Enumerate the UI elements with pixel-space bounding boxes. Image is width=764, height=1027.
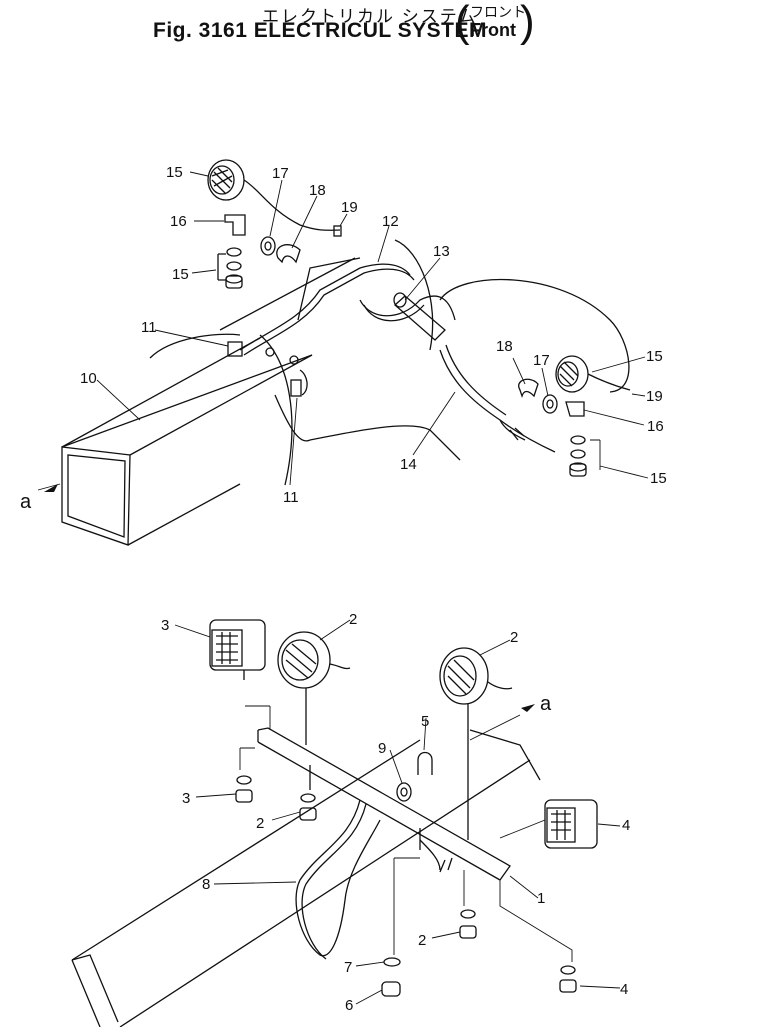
callout-7: 7: [344, 959, 352, 976]
clip-18-left: [276, 244, 301, 264]
callout-11: 11: [283, 489, 299, 506]
grommet-17-right: [542, 394, 558, 414]
harness-12: [239, 263, 556, 453]
callout-14: 14: [400, 456, 417, 473]
fastener-stack-4: [559, 965, 577, 993]
paren-right: ): [520, 0, 535, 46]
callout-4: 4: [620, 981, 628, 998]
callout-17: 17: [272, 165, 289, 182]
lamp-2-right: [439, 647, 513, 840]
callout-16: 16: [647, 418, 664, 435]
arrow-a-bottom: [521, 704, 535, 712]
bracket-16-left: [224, 214, 246, 236]
fastener-stack-2-right: [459, 909, 477, 939]
clip-18-right: [518, 378, 539, 399]
callout-1: 1: [537, 890, 545, 907]
title-japanese: エレクトリカル システム: [262, 7, 478, 26]
fastener-stack-15-right: [569, 435, 587, 477]
arrow-a-top: [44, 484, 58, 492]
fastener-stack-15-left: [217, 247, 243, 289]
nut-6: [381, 981, 401, 997]
work-lamp-15-left: [207, 159, 341, 231]
connector-19-left: [333, 225, 342, 237]
callout-4: 4: [622, 817, 630, 834]
work-lamp-3: [209, 619, 266, 680]
callout-2: 2: [256, 815, 264, 832]
fastener-stack-2-left: [299, 793, 317, 821]
callout-15: 15: [646, 348, 663, 365]
variant-english: Front: [470, 20, 516, 40]
figure-title: Fig. 3161 ELECTRICUL SYSTEM: [153, 19, 488, 42]
u-bolt-5: [417, 751, 433, 775]
callout-15: 15: [650, 470, 667, 487]
boom-lower: [71, 729, 541, 1027]
callout-13: 13: [433, 243, 450, 260]
callout-12: 12: [382, 213, 399, 230]
boom-tube: [61, 337, 313, 546]
work-lamp-15-right: [555, 355, 631, 393]
connector-13: [393, 292, 446, 341]
callout-3: 3: [182, 790, 190, 807]
leader-lines-bottom: [174, 619, 621, 1005]
clamp-11-left: [227, 341, 243, 357]
paren-left: (: [455, 0, 470, 46]
work-lamp-4: [544, 799, 598, 849]
callout-6: 6: [345, 997, 353, 1014]
callout-15: 15: [172, 266, 189, 283]
callout-labels: 15 17 18 16 19 12 13 15 11 10 18 17 15 1…: [20, 164, 667, 1014]
clamp-11-right: [290, 379, 302, 397]
harness-8: [295, 799, 453, 960]
callout-3: 3: [161, 617, 169, 634]
callout-18: 18: [309, 182, 326, 199]
variant-japanese: フロント: [470, 4, 526, 20]
callout-10: 10: [80, 370, 97, 387]
callout-a: a: [20, 491, 32, 513]
callout-a: a: [540, 693, 552, 715]
callout-19: 19: [646, 388, 663, 405]
callout-17: 17: [533, 352, 550, 369]
callout-5: 5: [421, 713, 429, 730]
callout-19: 19: [341, 199, 358, 216]
washer-7: [383, 957, 401, 967]
grommet-9: [396, 782, 412, 802]
callout-2: 2: [510, 629, 518, 646]
callout-2: 2: [349, 611, 357, 628]
callout-16: 16: [170, 213, 187, 230]
callout-2: 2: [418, 932, 426, 949]
lamp-2-left: [277, 631, 351, 745]
bracket-16-right: [565, 401, 585, 417]
mounting-bar: [257, 727, 511, 881]
callout-9: 9: [378, 740, 386, 757]
fastener-stack-3: [235, 775, 253, 803]
grommet-17-left: [260, 236, 276, 256]
callout-15: 15: [166, 164, 183, 181]
callout-11: 11: [141, 319, 157, 336]
callout-8: 8: [202, 876, 210, 893]
callout-18: 18: [496, 338, 513, 355]
leader-lines-top: [37, 171, 649, 491]
cab-outline: [149, 239, 630, 486]
